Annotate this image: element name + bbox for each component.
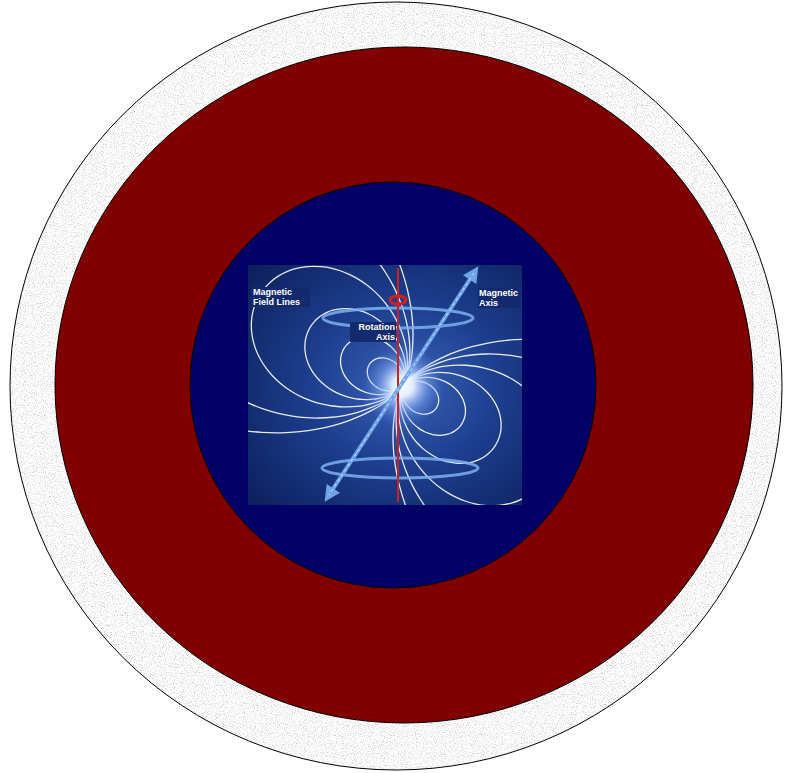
- part-label: Magnetic Field Lines: [252, 287, 310, 307]
- part-label: Rotation Axis: [350, 322, 396, 342]
- field-line: [248, 265, 482, 505]
- field-line: [248, 265, 457, 470]
- part-label: Magnetic Axis: [478, 288, 520, 308]
- field-line: [324, 265, 522, 505]
